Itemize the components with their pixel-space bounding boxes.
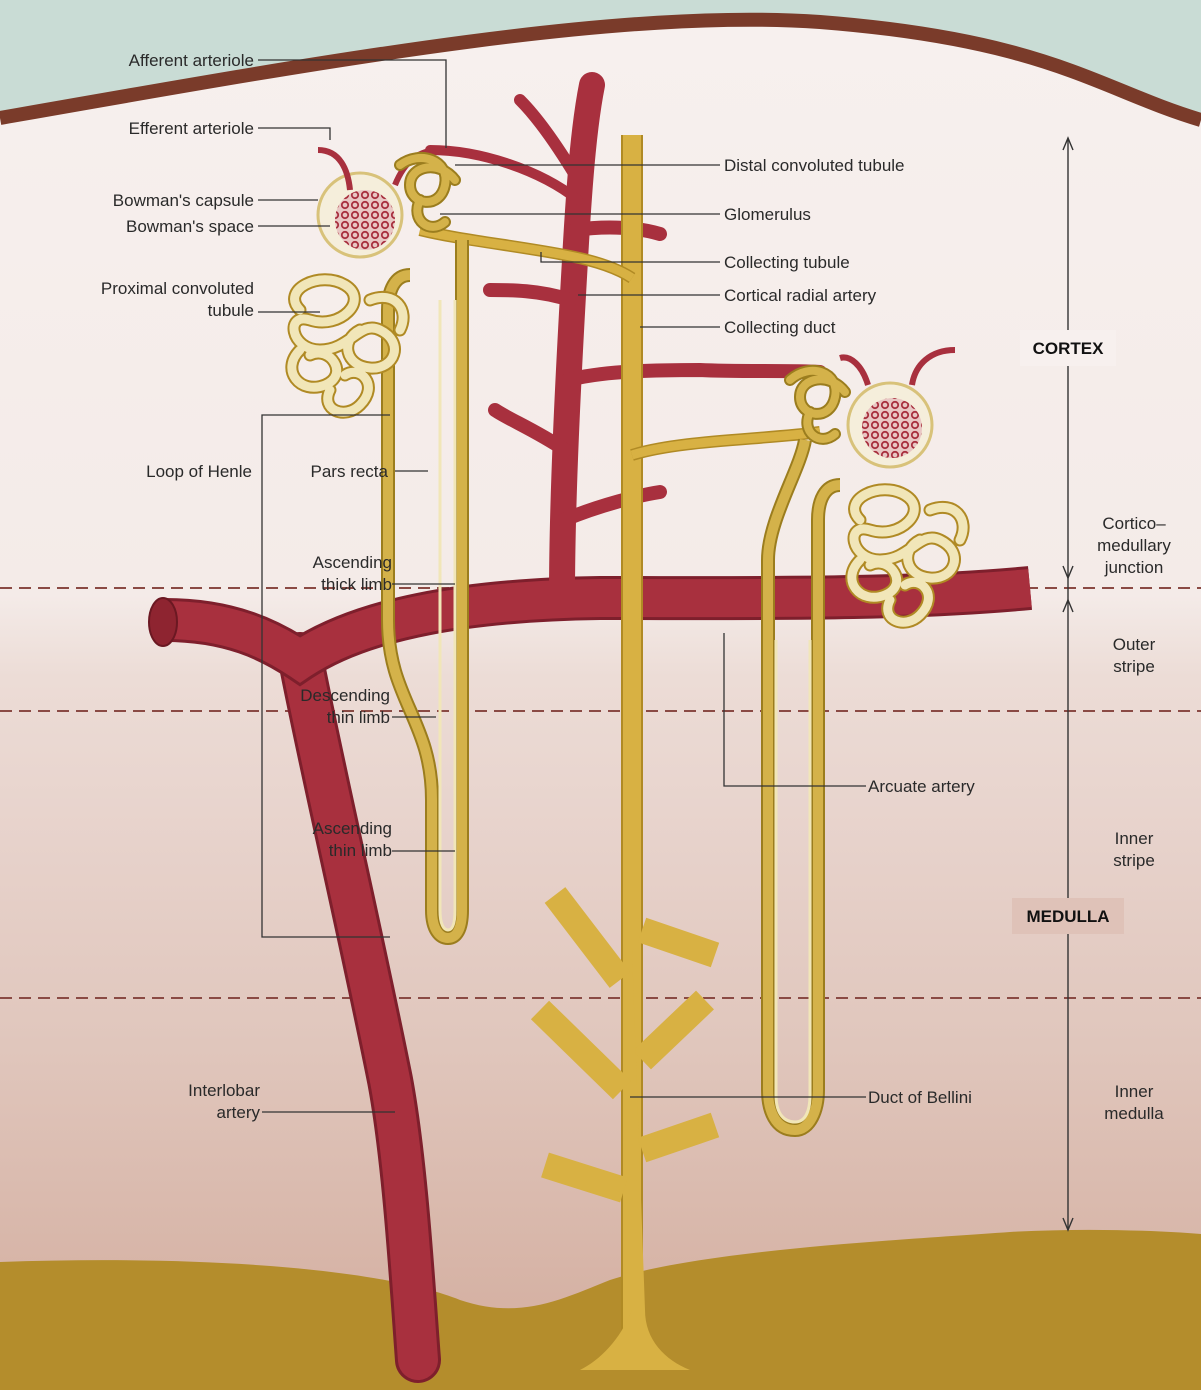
label-interlobar-line1: Interlobar xyxy=(188,1081,260,1100)
zone-label-outer-stripe-line2: stripe xyxy=(1113,657,1155,676)
label-pars-recta: Pars recta xyxy=(311,462,389,481)
zone-label-junction-line3: junction xyxy=(1104,558,1164,577)
zone-label-junction-line2: medullary xyxy=(1097,536,1171,555)
zone-label-inner-stripe-line1: Inner xyxy=(1115,829,1154,848)
label-distal-convoluted-tubule: Distal convoluted tubule xyxy=(724,156,905,175)
zone-label-medulla: MEDULLA xyxy=(1026,907,1109,926)
label-proximal-line2: tubule xyxy=(208,301,254,320)
glomerulus-right xyxy=(862,398,922,458)
label-asc-thick-line2: thick limb xyxy=(321,575,392,594)
label-bowmans-capsule: Bowman's capsule xyxy=(113,191,254,210)
label-duct-of-bellini: Duct of Bellini xyxy=(868,1088,972,1107)
label-asc-thin-line2: thin limb xyxy=(329,841,392,860)
glomerulus-left xyxy=(335,190,395,250)
label-interlobar-line2: artery xyxy=(217,1103,261,1122)
label-cortical-radial-artery: Cortical radial artery xyxy=(724,286,877,305)
label-collecting-duct: Collecting duct xyxy=(724,318,836,337)
zone-label-cortex: CORTEX xyxy=(1033,339,1105,358)
label-asc-thick-line1: Ascending xyxy=(313,553,392,572)
label-collecting-tubule: Collecting tubule xyxy=(724,253,850,272)
label-desc-thin-line1: Descending xyxy=(300,686,390,705)
zone-label-outer-stripe-line1: Outer xyxy=(1113,635,1156,654)
label-desc-thin-line2: thin limb xyxy=(327,708,390,727)
label-efferent-arteriole: Efferent arteriole xyxy=(129,119,254,138)
label-glomerulus: Glomerulus xyxy=(724,205,811,224)
label-proximal-line1: Proximal convoluted xyxy=(101,279,254,298)
label-afferent-arteriole: Afferent arteriole xyxy=(129,51,254,70)
label-loop-of-henle: Loop of Henle xyxy=(146,462,252,481)
zone-label-junction-line1: Cortico– xyxy=(1102,514,1166,533)
label-asc-thin-line1: Ascending xyxy=(313,819,392,838)
zone-label-inner-medulla-line2: medulla xyxy=(1104,1104,1164,1123)
zone-label-inner-medulla-line1: Inner xyxy=(1115,1082,1154,1101)
arcuate-artery-lumen xyxy=(149,598,177,646)
label-bowmans-space: Bowman's space xyxy=(126,217,254,236)
label-arcuate-artery: Arcuate artery xyxy=(868,777,975,796)
zone-label-inner-stripe-line2: stripe xyxy=(1113,851,1155,870)
